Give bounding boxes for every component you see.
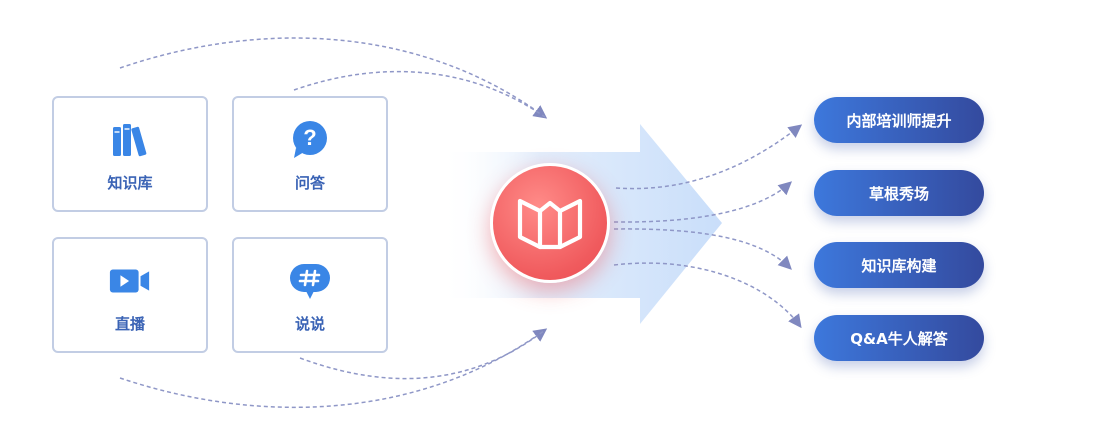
hub-logo (490, 163, 610, 283)
source-card-knowledge-base[interactable]: 知识库 (52, 96, 208, 212)
book-logo-icon (517, 198, 583, 250)
video-camera-icon (108, 261, 152, 301)
connector-out-2 (613, 181, 793, 223)
outgoing-connectors (613, 124, 803, 329)
outcome-trainer-improvement[interactable]: 内部培训师提升 (814, 97, 984, 143)
connector-out-4 (613, 262, 802, 329)
source-card-qa[interactable]: ? 问答 (232, 96, 388, 212)
source-label: 说说 (294, 315, 325, 333)
outcome-knowledge-base-building[interactable]: 知识库构建 (814, 242, 984, 288)
source-card-live[interactable]: 直播 (52, 237, 208, 353)
outcome-grassroots-showcase[interactable]: 草根秀场 (814, 170, 984, 216)
incoming-connectors (119, 37, 548, 409)
outcome-qa-expert-answers[interactable]: Q&A牛人解答 (814, 315, 984, 361)
question-bubble-icon: ? (288, 120, 332, 160)
svg-text:?: ? (303, 125, 316, 150)
source-card-talk[interactable]: 说说 (232, 237, 388, 353)
connector-bottom-inner (299, 329, 546, 380)
books-icon (108, 120, 152, 160)
source-label: 知识库 (107, 174, 153, 192)
source-label: 问答 (294, 174, 325, 192)
connector-out-3 (613, 228, 792, 270)
source-label: 直播 (114, 315, 145, 333)
hashtag-bubble-icon (288, 261, 332, 301)
connector-out-1 (615, 124, 803, 190)
